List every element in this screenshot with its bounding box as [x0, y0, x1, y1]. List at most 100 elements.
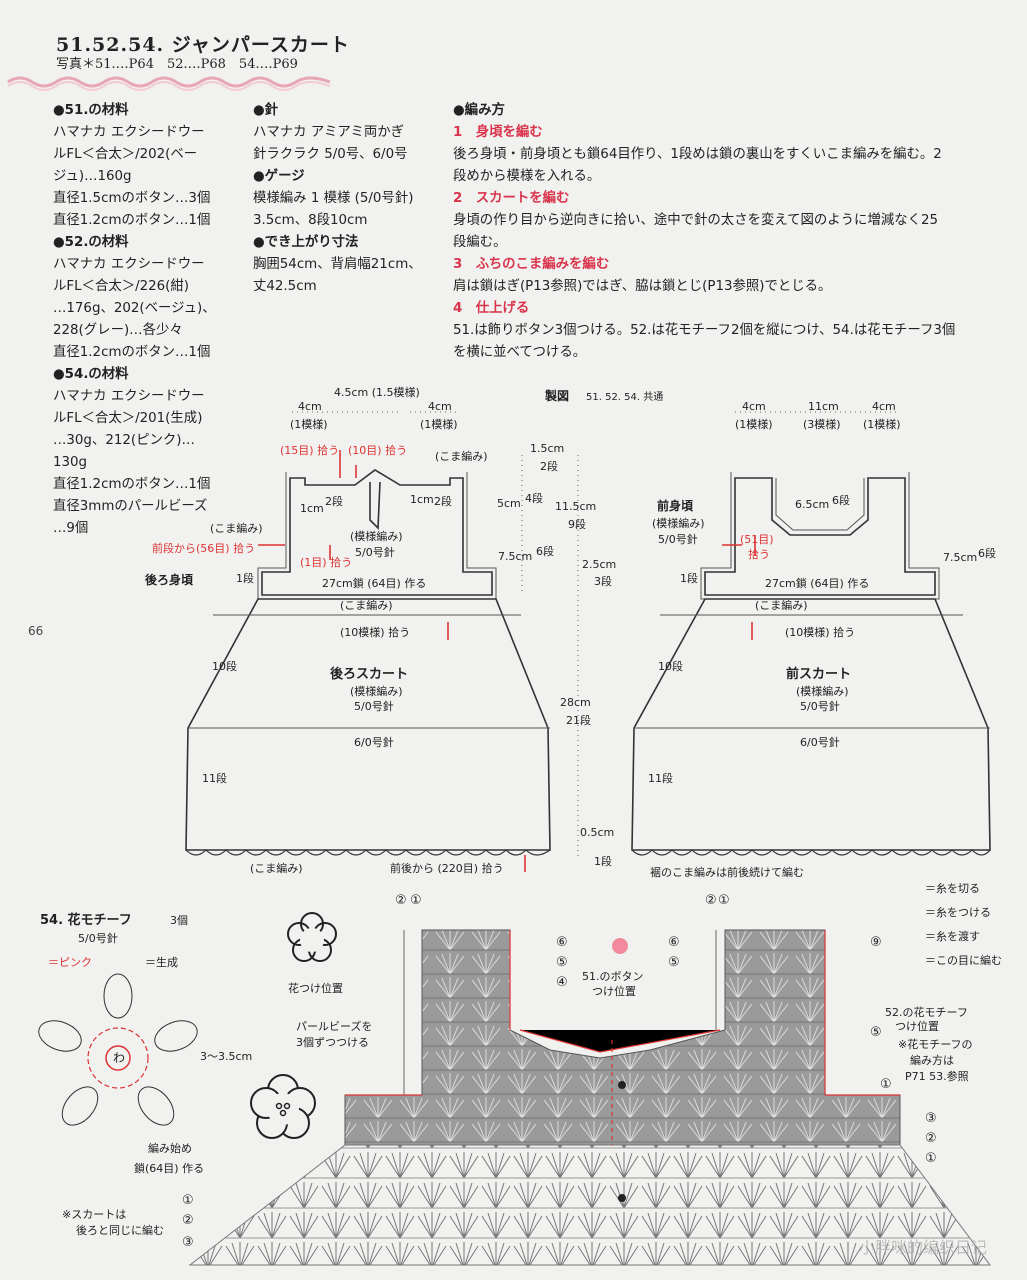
- diagram-label: 2段: [325, 494, 343, 508]
- bodice-chart-area: [344, 929, 901, 1146]
- tools-line: ●ゲージ: [253, 169, 305, 184]
- diagram-label: (10模様) 拾う: [785, 625, 855, 639]
- tools-line: 模様編み 1 模様 (5/0号針): [253, 191, 414, 206]
- tools-line: 3.5cm、8段10cm: [253, 213, 368, 228]
- diagram-label: 3段: [594, 574, 612, 588]
- diagram-label: 2.5cm: [582, 558, 616, 571]
- diagram-label: 28cm: [560, 696, 591, 709]
- diagram-label: 前段から(56目) 拾う: [152, 541, 255, 555]
- diagram-label: 2段: [434, 494, 452, 508]
- diagram-label: 5/0号針: [658, 532, 698, 546]
- diagram-label: 裾のこま編みは前後続けて編む: [650, 865, 804, 879]
- diagram-label: 7.5cm: [498, 550, 532, 563]
- circled-number: ①: [410, 893, 422, 908]
- materials-line: 228(グレー)…各少々: [53, 323, 183, 338]
- materials-line: ルFL＜合太＞/201(生成): [53, 411, 203, 426]
- diagram-label: ＝糸を渡す: [925, 929, 980, 943]
- diagram-label: 27cm鎖 (64目) 作る: [322, 576, 426, 590]
- front-skirt-title: 前スカート: [786, 666, 851, 682]
- diagram-label: 10段: [658, 659, 683, 673]
- circled-number: ①: [925, 1151, 937, 1166]
- diagram-label: 1.5cm: [530, 442, 564, 455]
- diagram-label: (こま編み): [435, 449, 488, 463]
- diagram-label: 4cm: [298, 400, 322, 413]
- method-step-title: 1 身頃を編む: [453, 125, 543, 140]
- circled-number: ②: [182, 1213, 194, 1228]
- circled-number: ⑥: [668, 935, 680, 950]
- circled-number: ⑥: [556, 935, 568, 950]
- diagram-label: 11.5cm: [555, 500, 596, 513]
- diagram-label: 1cm: [410, 493, 434, 506]
- diagram-label: 6段: [832, 493, 850, 507]
- diagram-label: 11cm: [808, 400, 839, 413]
- circled-number: ⑤: [668, 955, 680, 970]
- circled-number: ②: [705, 893, 717, 908]
- materials-line: ハマナカ エクシードウー: [53, 125, 205, 140]
- diagram-label: 6/0号針: [354, 735, 394, 749]
- diagram-label: 1段: [594, 854, 612, 868]
- diagram-label: (10目) 拾う: [348, 443, 407, 457]
- flower-with-beads-icon: [250, 1074, 316, 1139]
- motif-title: 54. 花モチーフ: [40, 912, 132, 928]
- diagram-label: 7.5cm: [943, 551, 977, 564]
- diagram-label: ＝糸を切る: [925, 882, 980, 895]
- diagram-label: ※スカートは: [62, 1208, 126, 1221]
- circled-number: ①: [718, 893, 730, 908]
- watermark: 小胖咪的编织日记: [858, 1238, 987, 1257]
- diagram-label: 3個: [170, 914, 188, 927]
- diagram-label: 3〜3.5cm: [200, 1050, 252, 1063]
- diagram-label: (1模様): [863, 417, 901, 431]
- materials-line: ルFL＜合太＞/202(ベー: [53, 147, 198, 162]
- materials-line: …176g、202(ベージュ)、: [53, 301, 216, 316]
- diagram-label: 51.のボタン: [582, 970, 644, 983]
- decorative-divider: [7, 76, 331, 91]
- skirt-chart-area: [188, 1144, 991, 1266]
- front-bodice-title: 前身頃: [657, 498, 694, 513]
- diagram-label: 編み方は: [910, 1053, 954, 1067]
- diagram-label: 4.5cm (1.5模様): [334, 385, 420, 399]
- tools-line: 胸囲54cm、背肩幅21cm、: [253, 257, 422, 272]
- back-bodice-title: 後ろ身頃: [145, 572, 194, 587]
- materials-line: 直径1.2cmのボタン…1個: [53, 213, 211, 228]
- diagram-label: 3個ずつつける: [296, 1036, 369, 1049]
- circled-number: ①: [880, 1077, 892, 1092]
- diagram-label: 5/0号針: [78, 931, 118, 945]
- diagram-label: わ: [113, 1051, 125, 1065]
- diagram-label: 0.5cm: [580, 826, 614, 839]
- diagram-label: (1目) 拾う: [300, 555, 352, 569]
- materials-line: …9個: [53, 521, 89, 536]
- diagram-label: 4段: [525, 491, 543, 505]
- method-step-text: 段めから模様を入れる。: [453, 169, 601, 184]
- diagram-label: 鎖(64目) 作る: [134, 1161, 204, 1175]
- circled-number: ④: [556, 975, 568, 990]
- diagram-label: 4cm: [428, 400, 452, 413]
- materials-line: 130g: [53, 455, 88, 470]
- back-bodice-outline: [261, 469, 493, 596]
- diagram-label: (こま編み): [340, 598, 393, 612]
- materials-line: ハマナカ エクシードウー: [53, 389, 205, 404]
- materials-column: ●51.の材料ハマナカ エクシードウールFL＜合太＞/202(ベージュ)…160…: [53, 100, 253, 540]
- diagram-label: (1模様): [290, 417, 328, 431]
- method-step-text: を横に並べてつける。: [453, 345, 587, 360]
- diagram-label: 花つけ位置: [288, 981, 343, 995]
- page-number: 66: [28, 624, 44, 638]
- materials-line: 直径1.2cmのボタン…1個: [53, 345, 211, 360]
- front-bodice-outline: [704, 477, 936, 596]
- diagram-label: 11段: [648, 771, 673, 785]
- diagram-label: 6.5cm: [795, 498, 829, 511]
- circled-number: ②: [395, 893, 407, 908]
- diagram-label: 1cm: [300, 502, 324, 515]
- diagram-label: 5/0号針: [355, 545, 395, 559]
- circled-number: ①: [182, 1193, 194, 1208]
- tools-line: 丈42.5cm: [253, 279, 317, 294]
- diagram-label: ※花モチーフの: [898, 1038, 973, 1051]
- circled-number: ⑤: [556, 955, 568, 970]
- method-step-text: 後ろ身頃・前身頃とも鎖64目作り、1段めは鎖の裏山をすくいこま編みを編む。2: [453, 147, 942, 162]
- diagram-label: ＝生成: [145, 955, 178, 969]
- circled-number: ③: [925, 1111, 937, 1126]
- diagram-label: (模様編み): [350, 684, 403, 698]
- materials-line: ハマナカ エクシードウー: [53, 257, 205, 272]
- materials-line: ジュ)…160g: [53, 169, 132, 184]
- diagram-label: 4cm: [742, 400, 766, 413]
